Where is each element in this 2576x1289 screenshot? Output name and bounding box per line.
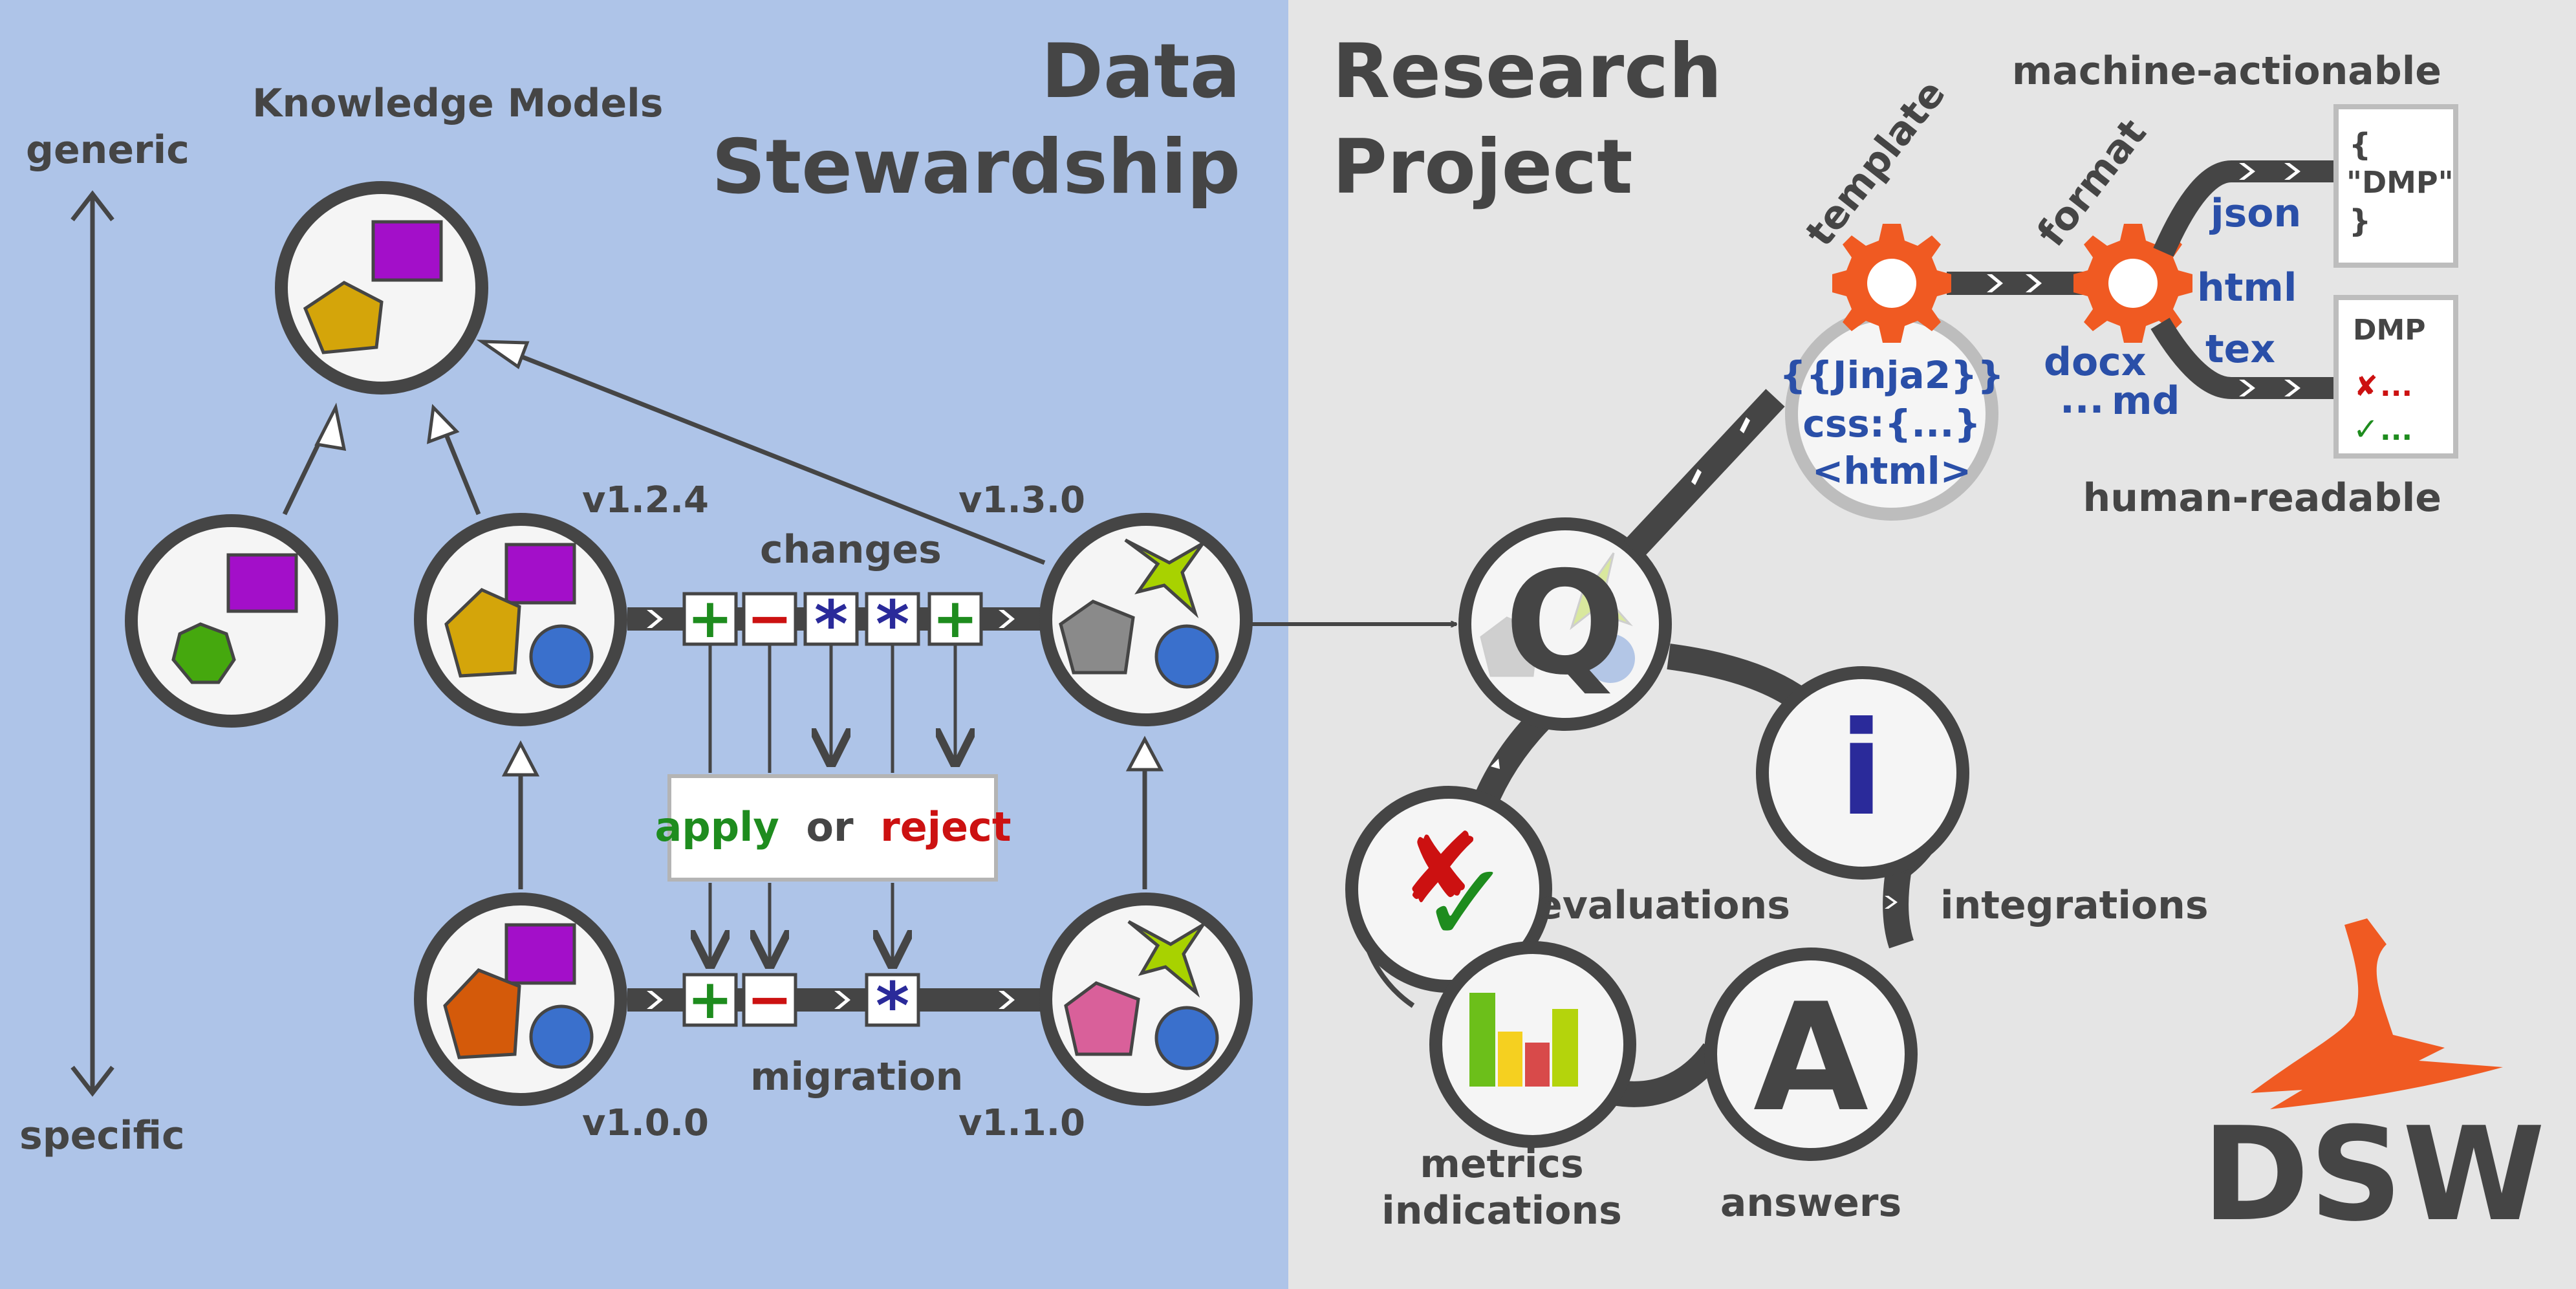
template-node: {{Jinja2}} css:{...} <html> (1779, 307, 2004, 521)
wizard-hat-icon (2251, 918, 2503, 1109)
evaluations-node: ✘ ✓ (1345, 786, 1552, 993)
machine-doc-line-3: } (2349, 203, 2371, 239)
km-v100 (414, 893, 627, 1106)
answers-label: answers (1720, 1180, 1901, 1226)
questionnaire-letter: Q (1504, 541, 1625, 706)
right-title-line-2: Project (1332, 124, 1633, 211)
right-title-line-1: Research (1332, 28, 1722, 115)
left-title-line-1: Data (1041, 28, 1240, 115)
metrics-node (1429, 941, 1636, 1148)
answers-letter: A (1753, 972, 1868, 1145)
km-v110 (1039, 893, 1253, 1106)
format-md: md (2112, 378, 2180, 424)
version-v130: v1.3.0 (958, 479, 1085, 521)
km-v130 (1039, 513, 1253, 726)
dsw-logo: DSW (2202, 918, 2546, 1250)
integrations-letter: i (1839, 694, 1884, 845)
axis-generic-label: generic (26, 127, 189, 173)
machine-actionable-label: machine-actionable (2012, 49, 2441, 94)
integrations-node: i (1756, 666, 1969, 880)
dsw-logo-text: DSW (2202, 1099, 2546, 1250)
questionnaire-node: Q (1458, 517, 1672, 731)
km-left (125, 514, 338, 728)
axis-specific-label: specific (19, 1113, 185, 1158)
format-html: html (2197, 265, 2297, 310)
template-line-3: <html> (1812, 449, 1972, 493)
machine-doc-line-2: "DMP" (2346, 165, 2454, 200)
knowledge-models-heading: Knowledge Models (252, 81, 663, 126)
migrated-edit: * (876, 968, 909, 1044)
version-v100: v1.0.0 (582, 1102, 709, 1144)
machine-doc-line-1: { (2349, 127, 2371, 163)
human-doc-cross-icon: ✘ (2354, 370, 2378, 403)
human-doc-check-dots: ... (2380, 414, 2412, 447)
format-tex: tex (2205, 327, 2275, 372)
integrations-label: integrations (1940, 883, 2209, 928)
changes-chain-lower: + − * (682, 968, 920, 1044)
human-doc-title: DMP (2353, 314, 2426, 347)
format-json: json (2209, 191, 2301, 236)
template-line-1: {{Jinja2}} (1779, 353, 2004, 397)
metrics-label-line-1: metrics (1420, 1142, 1583, 1187)
template-line-2: css:{...} (1802, 402, 1980, 446)
changes-label: changes (760, 527, 942, 572)
metrics-label-line-2: indications (1381, 1188, 1622, 1233)
human-doc-check-icon: ✓ (2353, 411, 2379, 448)
human-doc-cross-dots: ... (2380, 370, 2412, 403)
migrated-remove: − (747, 968, 792, 1031)
migration-label: migration (750, 1054, 963, 1099)
change-add-1: + (687, 587, 733, 650)
change-add-2: + (933, 587, 978, 650)
evaluations-label: evaluations (1536, 883, 1790, 928)
human-readable-label: human-readable (2083, 475, 2441, 521)
km-v124 (414, 513, 627, 726)
human-readable-document: DMP ✘ ... ✓ ... (2333, 295, 2458, 459)
left-title-line-2: Stewardship (711, 124, 1240, 211)
apply-or-reject-box (667, 774, 998, 882)
apply-or-reject-text: apply or reject (655, 803, 1012, 850)
version-v110: v1.1.0 (958, 1102, 1085, 1144)
version-v124: v1.2.4 (582, 479, 709, 521)
machine-actionable-document: { "DMP" } (2333, 104, 2458, 268)
migrated-add: + (687, 968, 733, 1031)
answers-node: A (1704, 948, 1918, 1161)
template-gear-icon (1832, 224, 1951, 343)
change-remove-1: − (747, 587, 792, 650)
format-more: ... (2060, 377, 2104, 422)
evaluation-check: ✓ (1420, 839, 1511, 968)
format-docx: docx (2044, 340, 2146, 385)
km-root (275, 181, 488, 395)
evaluation-cross: ✘ (1400, 813, 1482, 926)
